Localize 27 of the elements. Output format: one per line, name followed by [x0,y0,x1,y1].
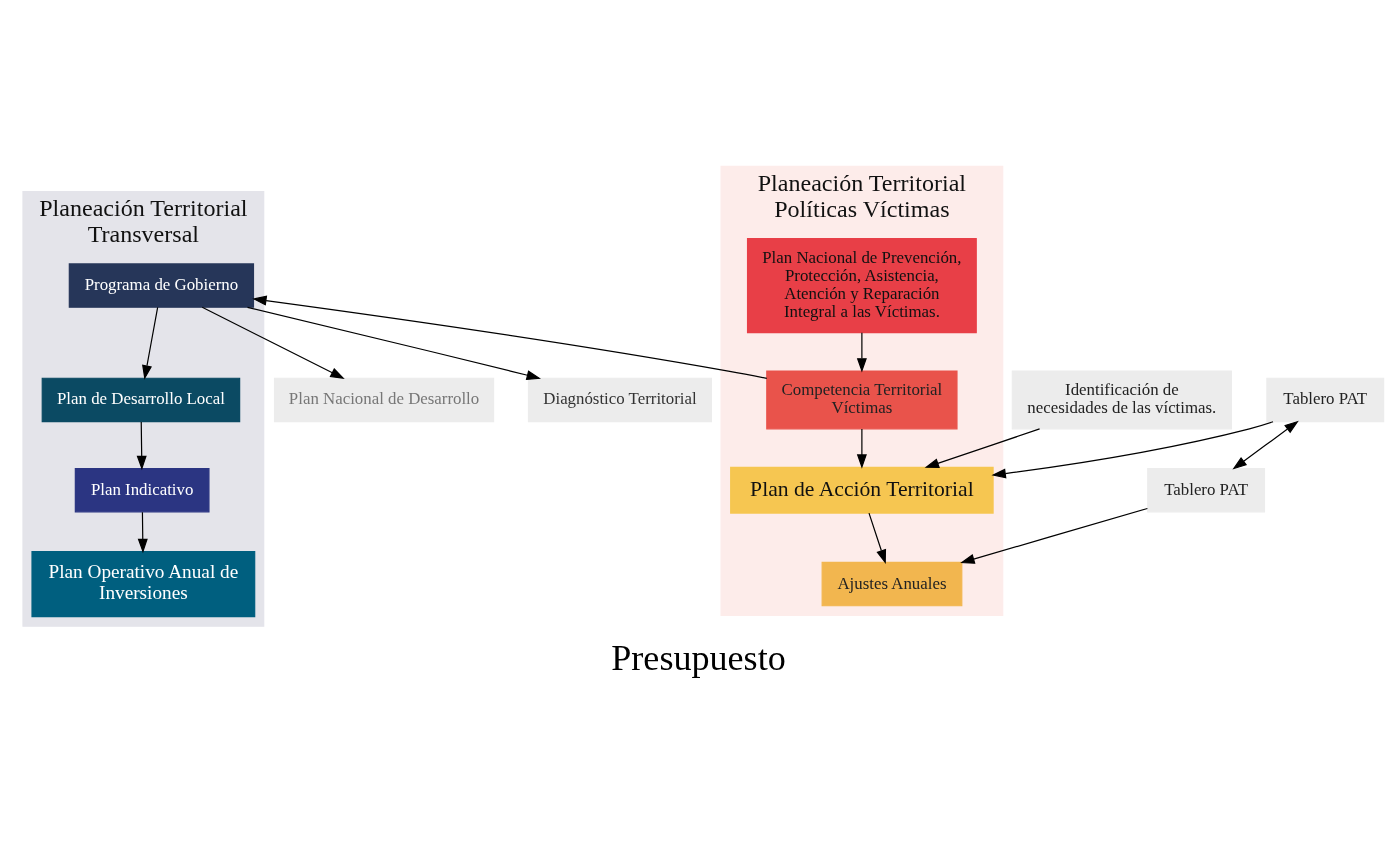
node-box: Plan Nacional de Desarrollo [273,377,495,422]
node-box: Identificación de necesidades de las víctimas. [1011,369,1232,429]
node-box: Tablero PAT [1147,467,1266,512]
arrow [856,331,867,373]
node-box: Plan Operativo Anual de Inversiones [31,550,256,617]
arrow [856,427,867,469]
node-box: Programa de Gobierno [68,262,255,308]
node-box: Diagnóstico Territorial [527,377,713,422]
node-box: Plan Indicativo [74,467,210,512]
node-box: Plan Nacional de Prevención, Protección, Asistencia, Atención y Reparación Integral a las Víctimas. [746,237,977,333]
arrow [924,427,1041,468]
node-box: Ajustes Anuales [821,561,963,606]
arrow [136,420,147,470]
arrow [142,306,159,380]
arrow [246,306,541,380]
arrow [137,511,148,553]
node-box: Plan de Acción Territorial [730,466,994,514]
node-box: Plan de Desarrollo Local [41,377,241,422]
arrow [201,306,345,379]
caption: Presupuesto [611,637,786,678]
arrow [868,512,887,564]
arrow [960,507,1148,564]
node-box: Competencia Territorial Víctimas [766,369,958,429]
arrow [991,420,1274,478]
arrow [252,295,768,379]
arrow [1232,420,1299,470]
node-box: Tablero PAT [1266,377,1385,422]
